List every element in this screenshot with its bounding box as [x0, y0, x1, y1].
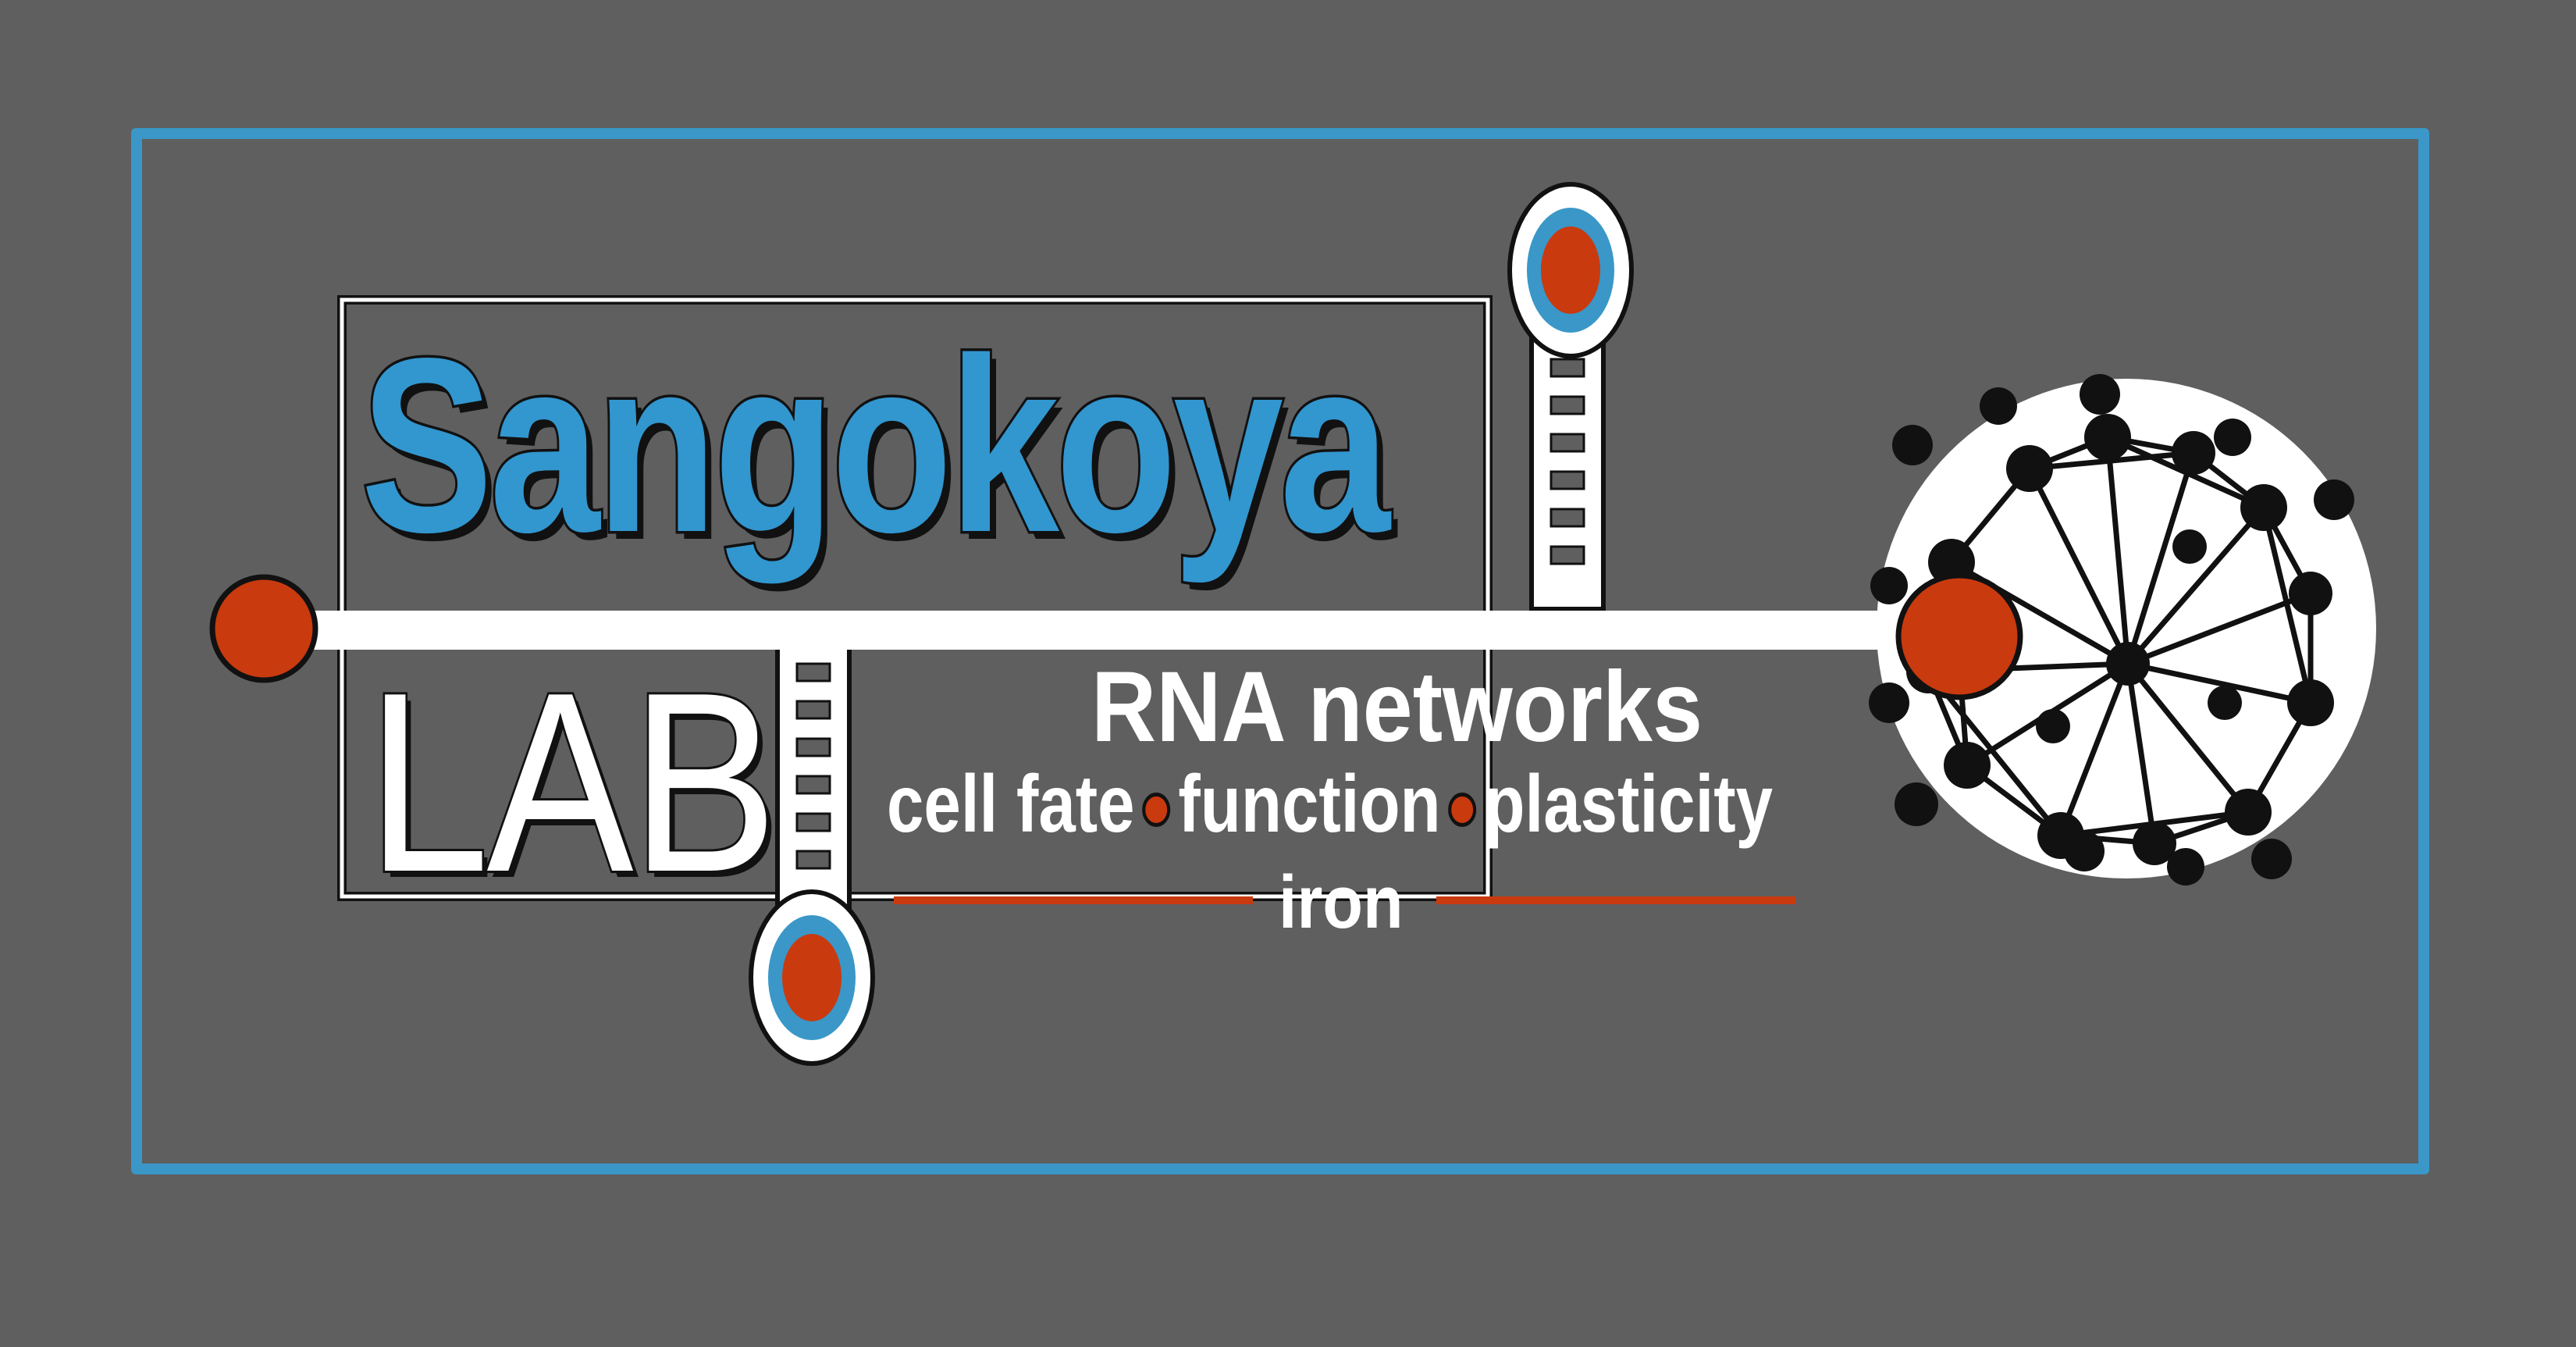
lab-subtitle: LAB	[365, 639, 779, 925]
upper-ladder	[1529, 333, 1606, 611]
keyword-cell-fate: cell fate	[887, 759, 1135, 850]
iron-label: iron	[1279, 861, 1404, 944]
keyword-line: cell fate function plasticity	[887, 764, 1773, 845]
separator-dot-icon	[1448, 793, 1477, 827]
tagline: RNA networks	[1091, 651, 1703, 763]
keyword-function: function	[1178, 759, 1441, 850]
iron-left-rule	[894, 896, 1253, 904]
lower-ladder	[775, 638, 852, 924]
main-bar	[258, 611, 1975, 650]
lower-target-marker-icon	[749, 889, 875, 1066]
right-node-icon	[1895, 572, 2023, 700]
keyword-plasticity: plasticity	[1484, 759, 1774, 850]
rna-network-graphic	[1869, 374, 2376, 886]
outer-frame	[131, 128, 2429, 1174]
iron-right-rule	[1436, 896, 1795, 904]
left-node-icon	[209, 574, 318, 683]
upper-target-marker-icon	[1507, 182, 1634, 358]
lab-title: Sangokoya	[358, 307, 1392, 584]
separator-dot-icon	[1142, 793, 1171, 827]
